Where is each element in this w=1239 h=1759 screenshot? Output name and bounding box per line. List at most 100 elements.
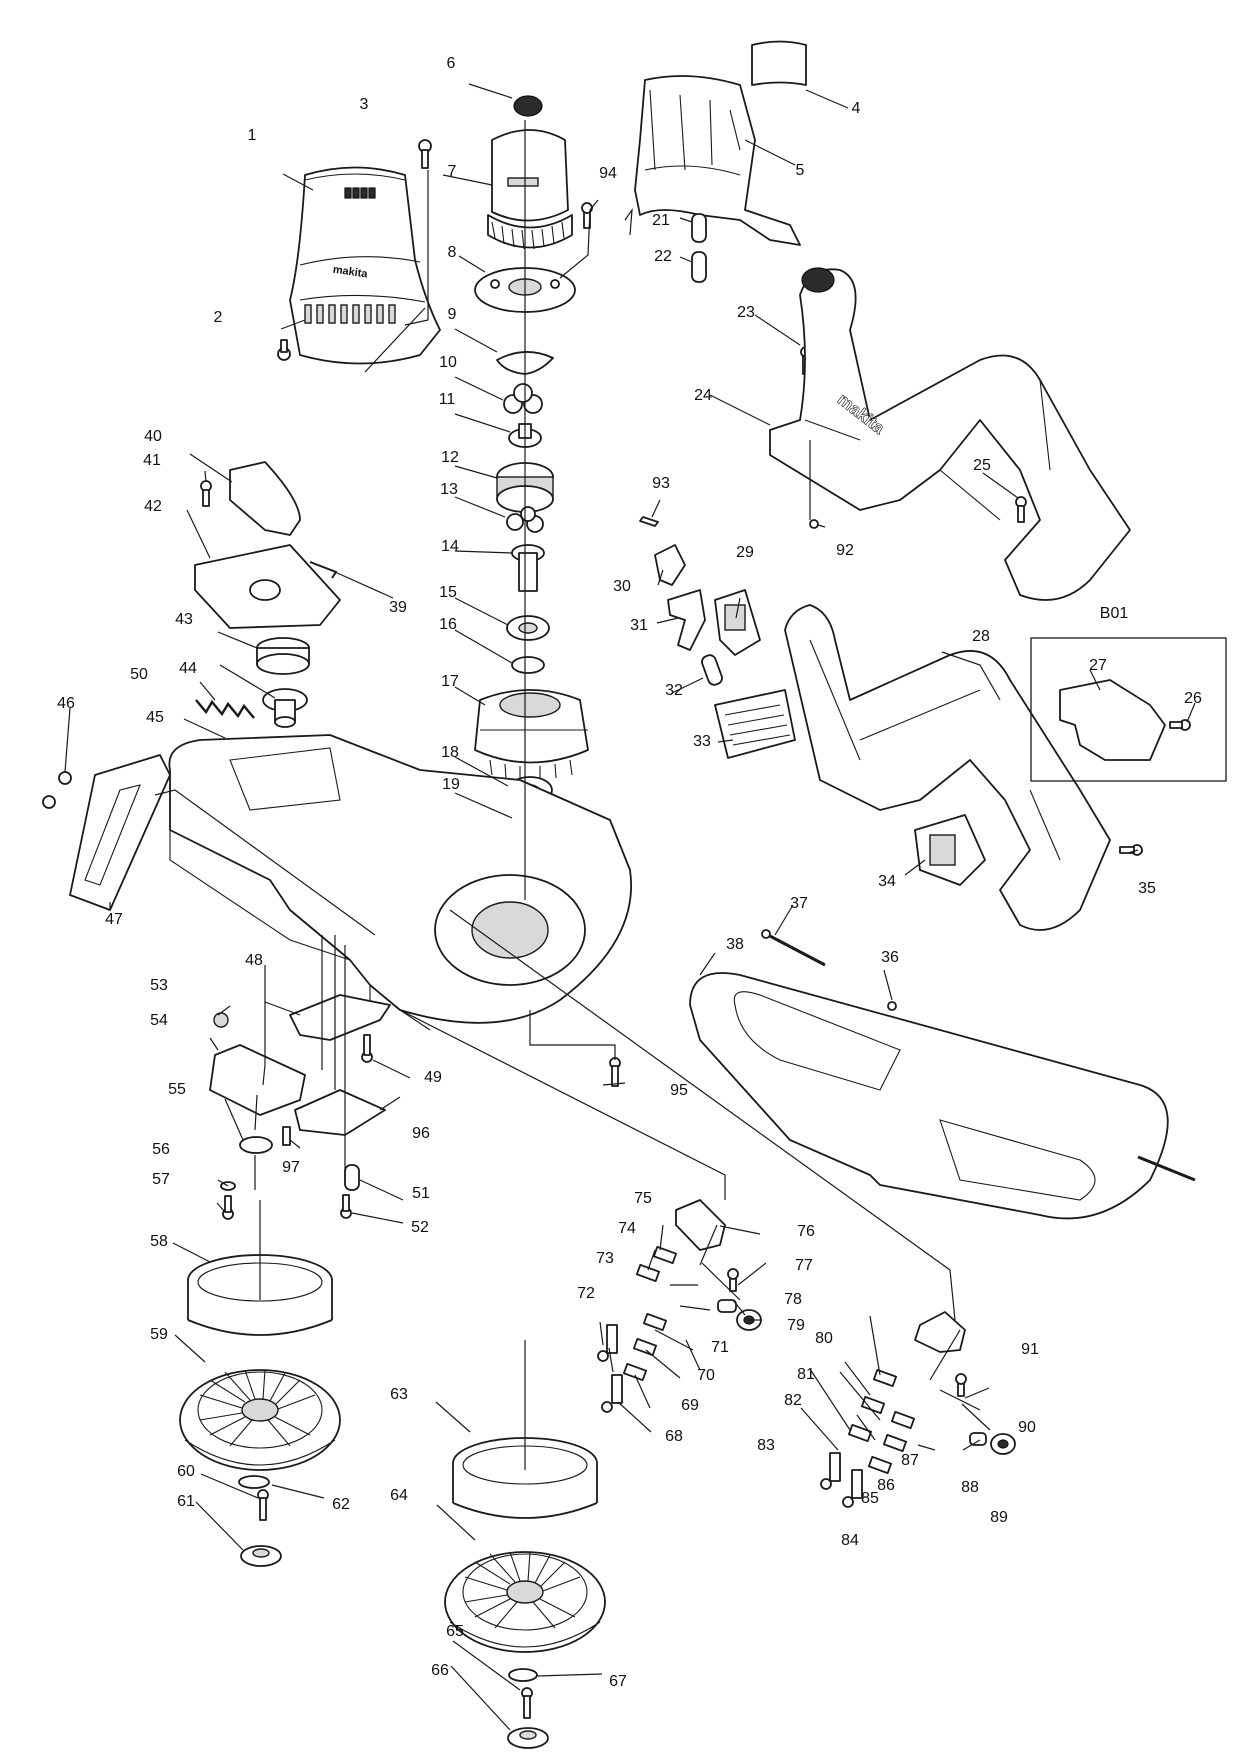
callout-94: 94 [599, 165, 617, 182]
battery-terminal [914, 814, 986, 886]
callout-57: 57 [152, 1171, 170, 1188]
callout-12: 12 [441, 449, 459, 466]
callout-1: 1 [248, 127, 257, 144]
callout-90: 90 [1018, 1419, 1036, 1436]
retaining-ring-16 [511, 656, 545, 674]
callout-37: 37 [790, 895, 808, 912]
callout-29: 29 [736, 544, 754, 561]
cap-66 [507, 1727, 549, 1749]
plate-96 [294, 1089, 386, 1136]
callout-49: 49 [424, 1069, 442, 1086]
callout-32: 32 [665, 682, 683, 699]
callout-39: 39 [389, 599, 407, 616]
screws-46 [42, 771, 72, 809]
armature [487, 129, 573, 250]
callout-95: 95 [670, 1082, 688, 1099]
nut-53 [213, 1012, 229, 1028]
callout-28: 28 [972, 628, 990, 645]
callout-87: 87 [901, 1452, 919, 1469]
pin-21 [691, 213, 707, 243]
callout-64: 64 [390, 1487, 408, 1504]
callout-96: 96 [412, 1125, 430, 1142]
motor-housing-brand: makita [332, 264, 369, 281]
callout-8: 8 [448, 244, 457, 261]
callout-9: 9 [448, 306, 457, 323]
vent-grille [714, 689, 796, 759]
callout-88: 88 [961, 1479, 979, 1496]
screw-2 [277, 339, 291, 361]
callout-54: 54 [150, 1012, 168, 1029]
callout-60: 60 [177, 1463, 195, 1480]
callout-38: 38 [726, 936, 744, 953]
callout-72: 72 [577, 1285, 595, 1302]
callout-26: 26 [1184, 690, 1202, 707]
callout-18: 18 [441, 744, 459, 761]
callout-43: 43 [175, 611, 193, 628]
callout-52: 52 [411, 1219, 429, 1236]
callout-7: 7 [448, 163, 457, 180]
callout-80: 80 [815, 1330, 833, 1347]
callout-85: 85 [861, 1490, 879, 1507]
gear-housing [474, 689, 589, 780]
callout-86: 86 [877, 1477, 895, 1494]
callout-66: 66 [431, 1662, 449, 1679]
callout-83: 83 [757, 1437, 775, 1454]
callout-4: 4 [852, 100, 861, 117]
ring-43 [256, 637, 310, 675]
screw-95 [609, 1057, 621, 1087]
callout-75: 75 [634, 1190, 652, 1207]
screw-94 [581, 202, 593, 229]
screw-57 [222, 1195, 234, 1220]
screw-52 [340, 1194, 352, 1219]
callout-91: 91 [1021, 1341, 1039, 1358]
wheel-59 [179, 1369, 341, 1471]
callout-68: 68 [665, 1428, 683, 1445]
blade-guide-right [820, 1311, 1016, 1508]
callout-67: 67 [609, 1673, 627, 1690]
knob-40 [229, 461, 301, 536]
bolt-44 [262, 688, 308, 728]
callout-41: 41 [143, 452, 161, 469]
callout-46: 46 [57, 695, 75, 712]
callout-65: 65 [446, 1623, 464, 1640]
kit-label-b01: B01 [1100, 605, 1129, 622]
washer-62 [238, 1475, 270, 1489]
callout-50: 50 [130, 666, 148, 683]
callout-10: 10 [439, 354, 457, 371]
screw-60 [257, 1489, 269, 1521]
callout-34: 34 [878, 873, 896, 890]
callout-73: 73 [596, 1250, 614, 1267]
pin-22 [691, 251, 707, 283]
screw-3 [418, 139, 432, 169]
callout-70: 70 [697, 1367, 715, 1384]
trigger [667, 589, 706, 651]
spring-50 [195, 699, 255, 719]
callout-47: 47 [105, 911, 123, 928]
callout-24: 24 [694, 387, 712, 404]
hook-27 [1059, 679, 1166, 761]
callout-42: 42 [144, 498, 162, 515]
screw-41 [200, 480, 212, 507]
callout-53: 53 [150, 977, 168, 994]
gear-housing-cover [634, 75, 801, 246]
callout-21: 21 [652, 212, 670, 229]
callout-56: 56 [152, 1141, 170, 1158]
callout-40: 40 [144, 428, 162, 445]
callout-15: 15 [439, 584, 457, 601]
set-screw-97 [282, 1126, 291, 1146]
callout-77: 77 [795, 1257, 813, 1274]
callout-97: 97 [282, 1159, 300, 1176]
lock-lever [654, 544, 686, 586]
callout-89: 89 [990, 1509, 1008, 1526]
callout-81: 81 [797, 1366, 815, 1383]
screw-65 [521, 1687, 533, 1719]
callout-17: 17 [441, 673, 459, 690]
callout-92: 92 [836, 542, 854, 559]
leader-lines [64, 83, 1196, 1731]
callout-16: 16 [439, 616, 457, 633]
callout-78: 78 [784, 1291, 802, 1308]
main-frame [168, 734, 632, 1031]
